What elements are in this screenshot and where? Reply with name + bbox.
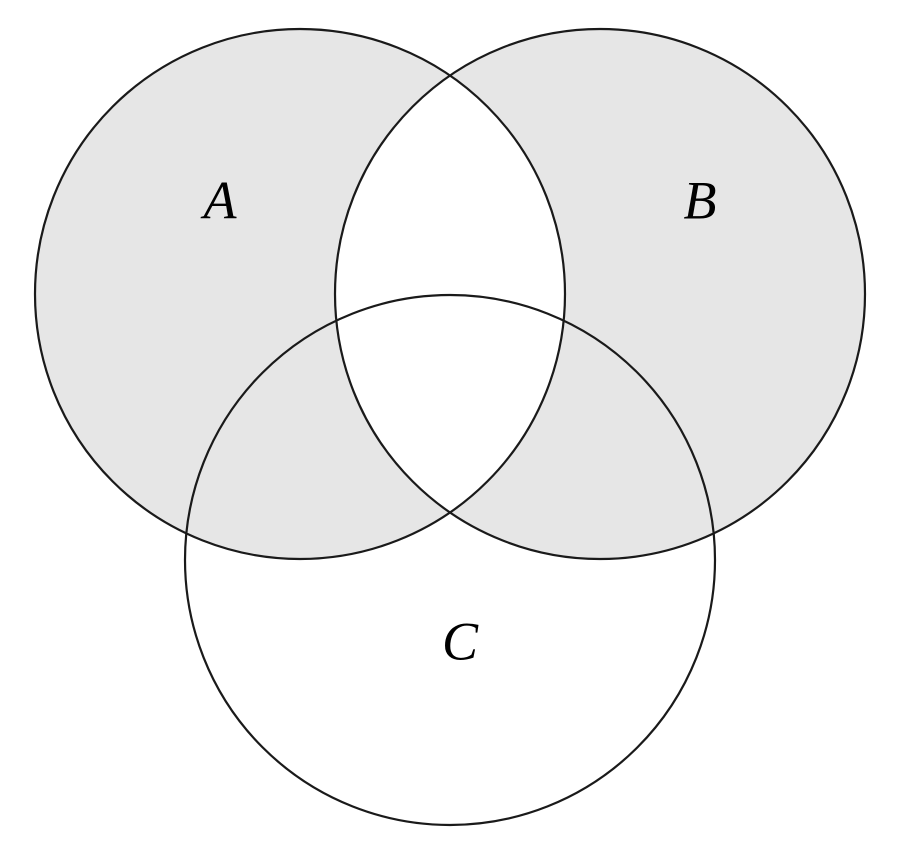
circle-c-outline (183, 293, 717, 827)
circle-a-outline (33, 27, 567, 561)
circle-b-outline (333, 27, 867, 561)
set-label-a: A (201, 170, 238, 230)
set-label-c: C (442, 611, 479, 671)
set-label-b: B (684, 170, 717, 230)
